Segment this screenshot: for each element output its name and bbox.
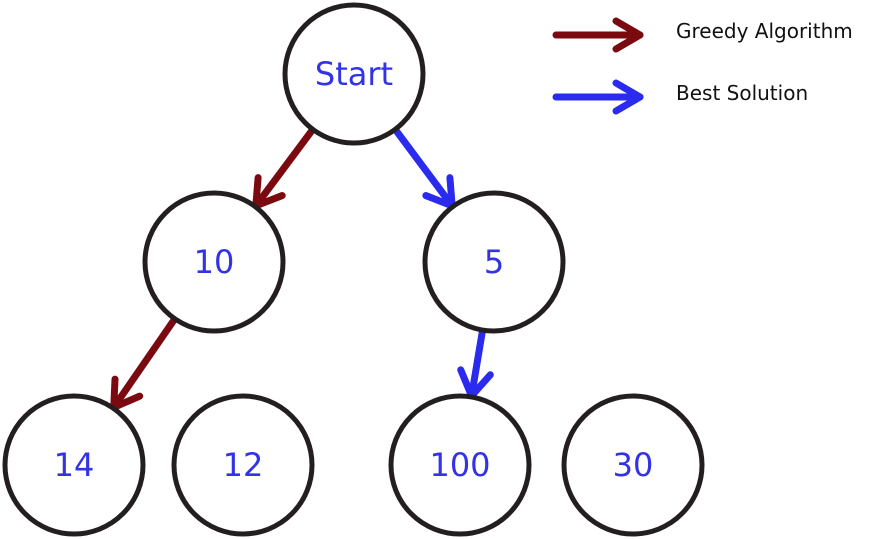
tree-node-n10: 10 — [142, 190, 286, 334]
edge-start-to-n5-best — [389, 122, 456, 210]
node-label: 14 — [54, 446, 95, 484]
node-label: 5 — [484, 243, 504, 281]
tree-node-start: Start — [282, 2, 426, 146]
legend-arrowhead-icon — [612, 17, 644, 53]
node-circle — [388, 393, 532, 537]
edge-line — [389, 122, 456, 210]
node-label: 100 — [429, 446, 490, 484]
node-circle — [142, 190, 286, 334]
node-circle — [422, 190, 566, 334]
node-label: Start — [315, 55, 393, 93]
tree-node-n14: 14 — [2, 393, 146, 537]
edge-start-to-n10-greedy — [252, 122, 319, 210]
legend-label: Best Solution — [676, 81, 808, 105]
legend-item-greedy: Greedy Algorithm — [552, 17, 853, 53]
node-circle — [561, 393, 705, 537]
edge-n5-to-n100-best — [457, 322, 494, 400]
tree-node-n12: 12 — [171, 393, 315, 537]
edge-line — [468, 322, 487, 400]
edge-line — [252, 122, 319, 210]
legend-item-best: Best Solution — [552, 79, 808, 115]
node-circle — [171, 393, 315, 537]
node-circle — [2, 393, 146, 537]
tree-node-n5: 5 — [422, 190, 566, 334]
legend-arrowhead-icon — [612, 79, 644, 115]
legend-label: Greedy Algorithm — [676, 19, 853, 43]
tree-node-n100: 100 — [388, 393, 532, 537]
tree-node-n30: 30 — [561, 393, 705, 537]
edge-line — [110, 312, 181, 411]
node-circle — [282, 2, 426, 146]
nodes-layer: Start 10 5 14 12 100 30 — [2, 2, 705, 537]
node-label: 12 — [223, 446, 264, 484]
node-label: 30 — [613, 446, 654, 484]
edge-n10-to-n14-greedy — [110, 312, 181, 411]
node-label: 10 — [194, 243, 235, 281]
